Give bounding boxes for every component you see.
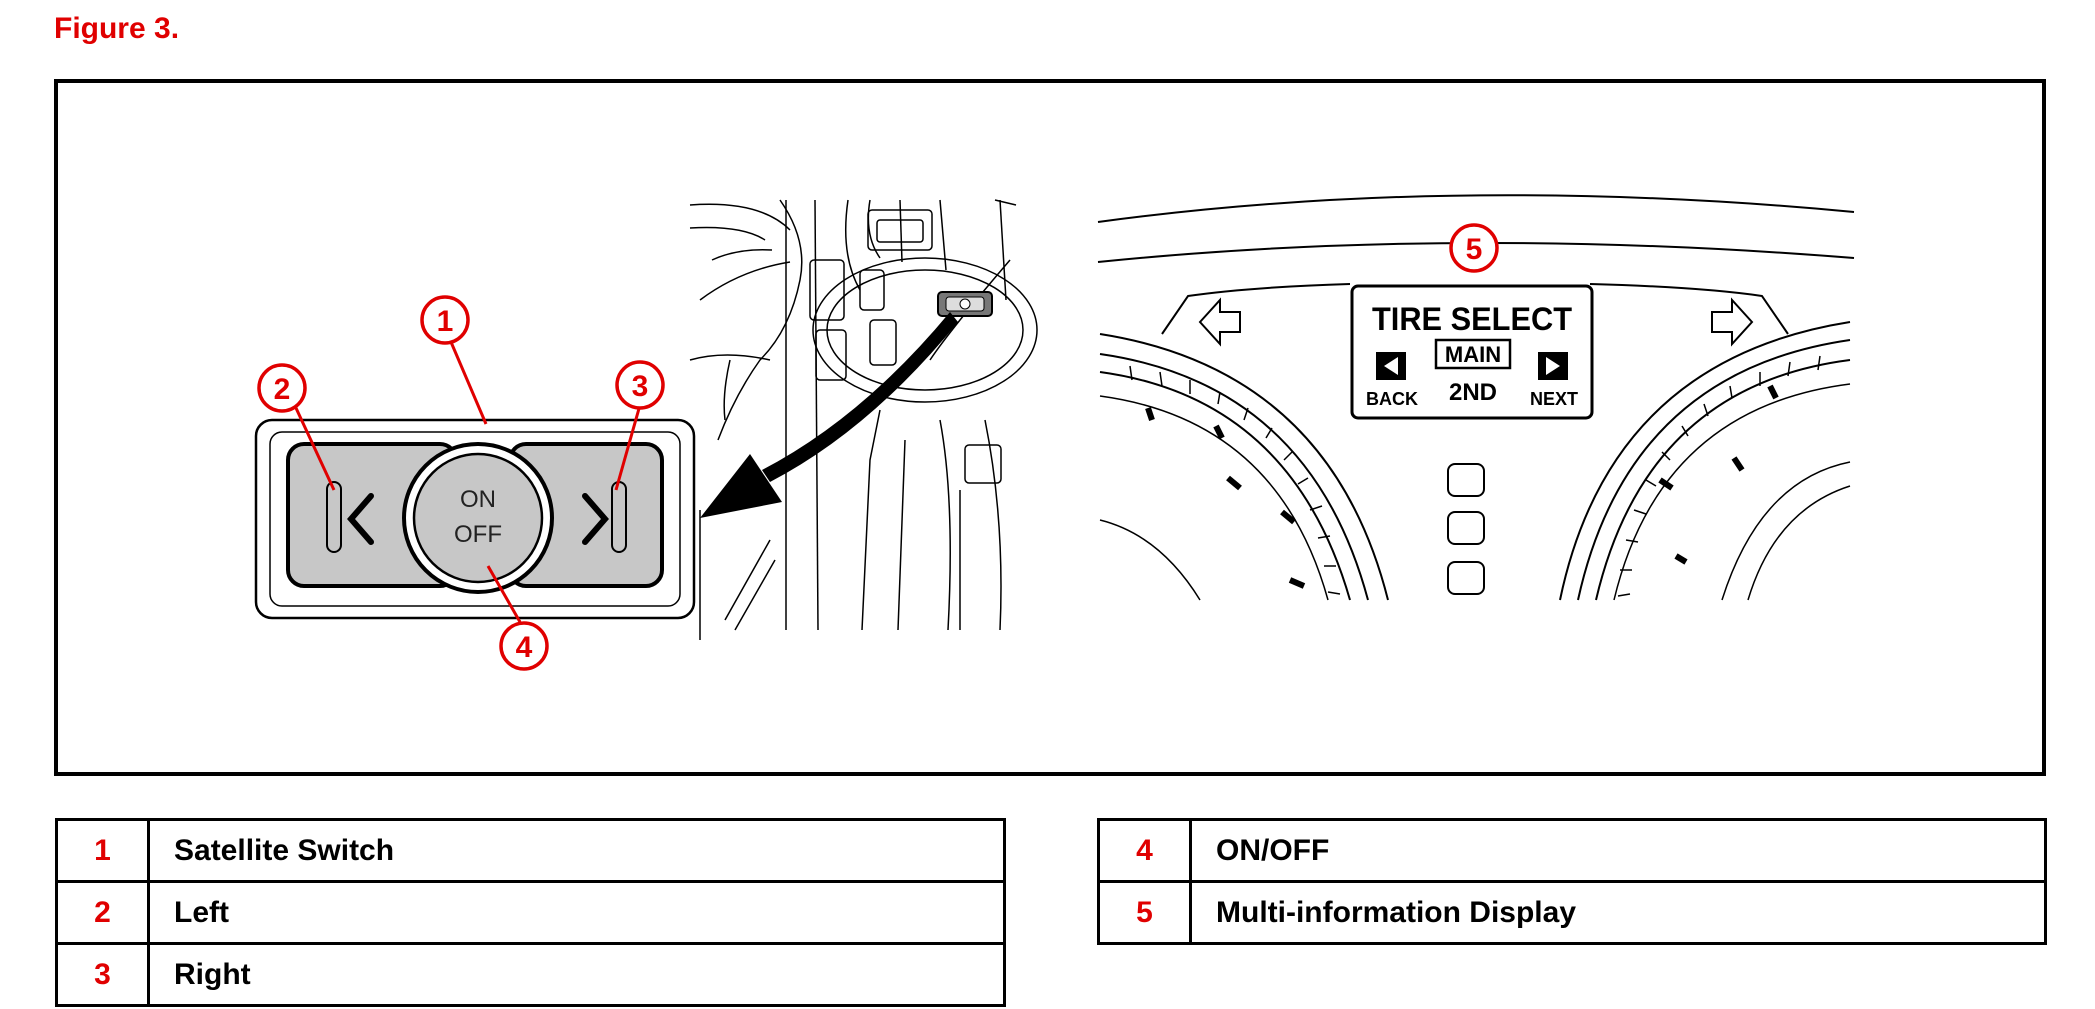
legend-table-right: 4 ON/OFF 5 Multi-information Display (1097, 818, 2047, 945)
legend-number: 2 (55, 880, 150, 945)
pointer-arrow (700, 312, 958, 518)
indicator-lamp (1447, 561, 1485, 595)
display-main-label: MAIN (1445, 342, 1501, 367)
chevron-left-icon (347, 493, 374, 545)
legend-row: 4 ON/OFF (1097, 818, 2047, 883)
svg-text:4: 4 (516, 631, 533, 664)
svg-text:5: 5 (1466, 233, 1483, 266)
legend-number: 5 (1097, 880, 1192, 945)
legend-label: Left (147, 880, 1006, 945)
figure-title: Figure 3. (54, 12, 180, 45)
on-off-button (412, 452, 544, 584)
gauge-ticks (1145, 384, 1779, 589)
indicator-lamp (1447, 463, 1485, 497)
legend-label: Satellite Switch (147, 818, 1006, 883)
display-title: TIRE SELECT (1372, 301, 1572, 337)
legend-table-left: 1 Satellite Switch 2 Left 3 Right (55, 818, 1006, 1007)
callout-2: 2 (257, 363, 307, 413)
callout-5: 5 (1449, 223, 1499, 273)
legend-label: Right (147, 942, 1006, 1007)
legend-number: 1 (55, 818, 150, 883)
callout-leaders (294, 341, 642, 623)
display-next-label: NEXT (1530, 389, 1578, 409)
display-2nd-label: 2ND (1449, 379, 1497, 406)
legend-row: 5 Multi-information Display (1097, 880, 2047, 945)
chevron-right-icon (582, 493, 609, 545)
legend-row: 2 Left (55, 880, 1006, 945)
svg-text:3: 3 (632, 370, 649, 403)
svg-text:2: 2 (274, 373, 291, 406)
indicator-lamp (1447, 511, 1485, 545)
figure-frame (54, 79, 2046, 776)
legend-row: 3 Right (55, 942, 1006, 1007)
arrow-left-icon (1198, 297, 1241, 347)
steering-wheel-sketch (689, 199, 1038, 640)
callout-1: 1 (420, 295, 470, 345)
wheel-switch-detail (937, 291, 993, 317)
gauge-scale (1129, 355, 1821, 597)
arrow-right-icon (1711, 297, 1754, 347)
on-label: ON (460, 486, 496, 513)
multi-information-display: TIRE SELECT MAIN 2ND BACK NEXT (1350, 284, 1594, 420)
svg-text:1: 1 (437, 305, 454, 338)
legend-number: 4 (1097, 818, 1192, 883)
callout-3: 3 (615, 360, 665, 410)
legend-row: 1 Satellite Switch (55, 818, 1006, 883)
off-label: OFF (454, 521, 502, 548)
display-back-label: BACK (1366, 389, 1418, 409)
legend-number: 3 (55, 942, 150, 1007)
legend-label: Multi-information Display (1189, 880, 2047, 945)
callout-4: 4 (499, 621, 549, 671)
legend-label: ON/OFF (1189, 818, 2047, 883)
satellite-switch: ON OFF (254, 418, 696, 620)
